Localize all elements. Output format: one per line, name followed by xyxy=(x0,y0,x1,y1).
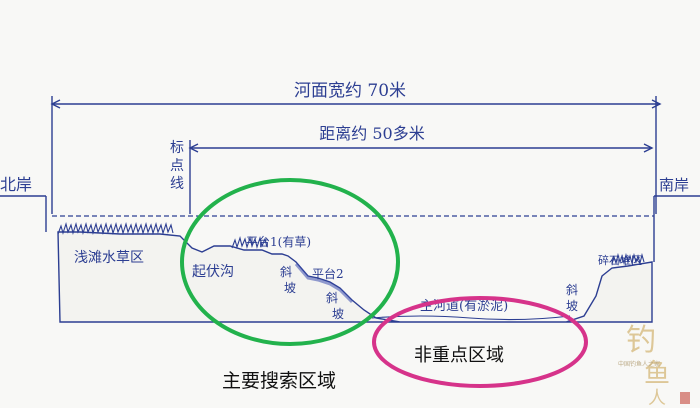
south-bank xyxy=(653,195,700,262)
platform2-label: 平台2 xyxy=(312,266,344,281)
slope3-label: 斜 坡 xyxy=(566,283,578,313)
watermark-char-1: 钓 xyxy=(626,323,656,358)
grass-tufts xyxy=(57,222,645,266)
gravel-area-label: 碎石堆区 xyxy=(598,253,642,267)
north-bank xyxy=(0,195,47,232)
marker-line-char-1: 标 xyxy=(170,140,184,156)
north-bank-label: 北岸 xyxy=(0,175,32,194)
slope3-char-1: 斜 xyxy=(566,283,578,297)
watermark-char-2: 鱼 xyxy=(644,359,670,389)
non-key-circle xyxy=(372,296,588,388)
platform1-label: 平台1(有草) xyxy=(246,234,311,249)
sediment-line xyxy=(371,315,571,321)
shallow-grass-label: 浅滩水草区 xyxy=(74,250,144,266)
main-search-circle xyxy=(180,178,400,346)
non-key-label: 非重点区域 xyxy=(414,345,504,366)
slope3-char-2: 坡 xyxy=(566,299,578,313)
marker-line-label: 标 点 线 xyxy=(170,140,184,192)
slope1-char-1: 斜 xyxy=(280,265,292,279)
slope2-label: 斜 坡 xyxy=(326,291,344,321)
slope1-char-2: 坡 xyxy=(284,281,296,295)
slope1-label: 斜 坡 xyxy=(280,265,296,295)
south-bank-label: 南岸 xyxy=(659,176,689,194)
river-width-label: 河面宽约 70米 xyxy=(294,81,406,101)
riverbed-profile xyxy=(57,231,653,323)
main-search-label: 主要搜索区域 xyxy=(222,370,336,392)
watermark-char-3: 人 xyxy=(648,388,666,408)
watermark-logo: 钓 鱼 人 中国钓鱼人之家 xyxy=(618,323,690,408)
distance-label: 距离约 50多米 xyxy=(319,124,424,143)
river-width-dimension xyxy=(50,96,662,214)
slope-shading xyxy=(294,263,354,304)
undulating-ditch-label: 起伏沟 xyxy=(192,264,234,280)
watermark-caption: 中国钓鱼人之家 xyxy=(618,360,660,368)
watermark-seal xyxy=(680,392,690,404)
marker-line-char-2: 点 xyxy=(170,158,184,174)
slope2-char-2: 坡 xyxy=(332,307,344,321)
distance-dimension xyxy=(188,140,654,214)
slope2-char-1: 斜 xyxy=(326,291,338,305)
marker-line-char-3: 线 xyxy=(170,176,184,192)
